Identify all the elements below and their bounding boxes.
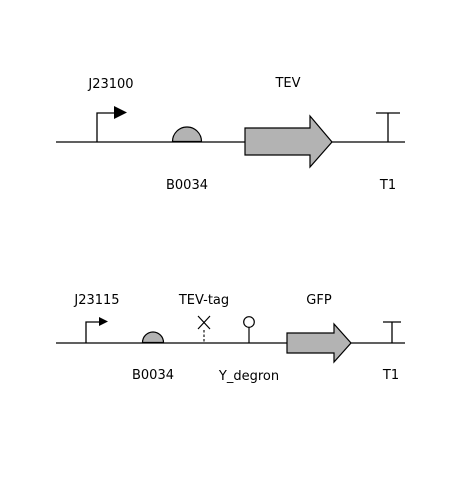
construct-1-cds-label: TEV (274, 76, 300, 91)
construct-2: J23115 B0034 TEV-tag Y_degron GFP T1 (56, 293, 405, 384)
construct-1-terminator-icon (376, 112, 400, 142)
construct-1-terminator-label: T1 (379, 178, 396, 193)
construct-2-protease-site-label: TEV-tag (178, 293, 229, 308)
construct-2-protease-site-icon (197, 315, 211, 343)
construct-2-promoter-icon (85, 317, 108, 343)
construct-1-rbs-icon (171, 126, 203, 143)
construct-2-terminator-label: T1 (382, 368, 399, 383)
construct-1: J23100 B0034 TEV T1 (56, 76, 405, 193)
construct-1-promoter-icon (96, 106, 127, 142)
construct-1-rbs-label: B0034 (166, 178, 208, 193)
construct-2-degron-label: Y_degron (218, 369, 279, 384)
construct-2-rbs-icon (141, 331, 165, 344)
construct-1-cds-arrow-icon (244, 114, 333, 169)
construct-2-terminator-icon (383, 321, 401, 343)
construct-2-rbs-label: B0034 (132, 368, 174, 383)
construct-2-promoter-label: J23115 (73, 293, 119, 308)
construct-2-cds-arrow-icon (286, 322, 352, 364)
construct-2-cds-label: GFP (306, 293, 332, 308)
construct-2-degron-icon (243, 316, 255, 343)
construct-1-promoter-label: J23100 (87, 77, 133, 92)
